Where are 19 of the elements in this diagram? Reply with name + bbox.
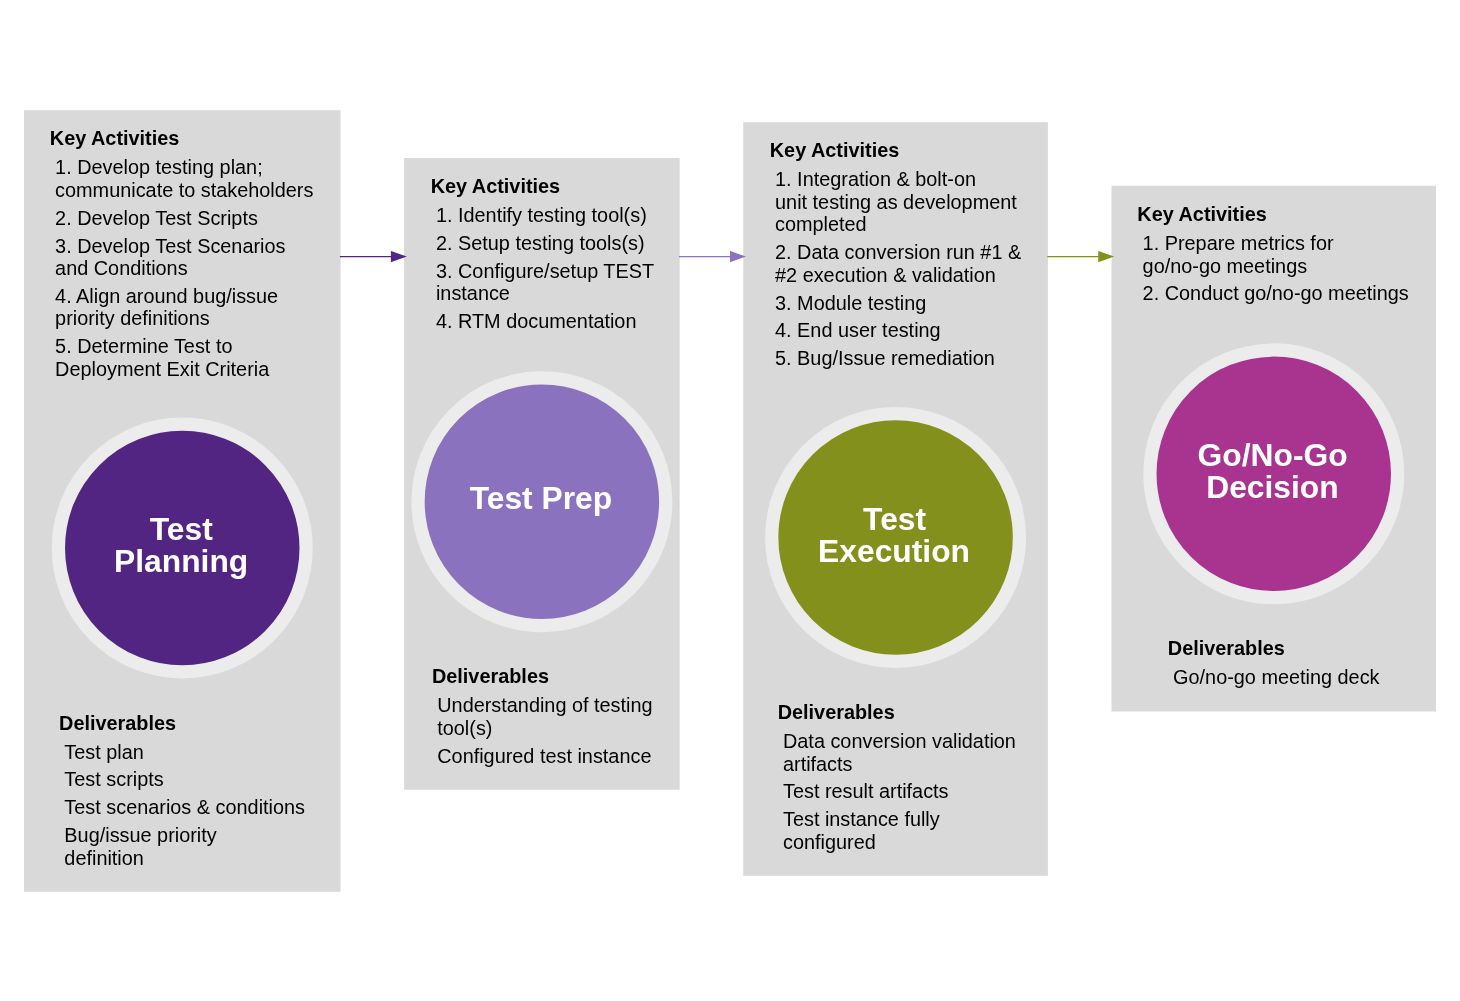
cluster bbox=[404, 157, 680, 790]
arrow bbox=[678, 250, 746, 262]
arrow bbox=[1046, 250, 1115, 262]
node-text: Key Activities 1. Prepare metrics for go/no-go meetings 2. Conduct go/no-go meetings bbox=[1137, 202, 1409, 304]
node-text: Deliverables Go/no-go meeting deck bbox=[1167, 636, 1380, 688]
cluster bbox=[743, 121, 1048, 876]
node-text: Deliverables Data conversion validation artifacts Test result artifacts Test instance fully configured bbox=[777, 700, 1016, 853]
cluster bbox=[1111, 185, 1437, 712]
node-text: Key Activities 1. Develop testing plan; communicate to stakeholders 2. Develop Test Scripts 3. Develop Test Scenarios and Conditions 4. Align around bug/issue priority definitions 5. Determine Test to Deployment Exit Criteria bbox=[49, 126, 314, 380]
node-circle: Test Execution bbox=[765, 406, 1027, 668]
node-text: Deliverables Test plan Test scripts Test scenarios & conditions Bug/issue priority definition bbox=[59, 711, 306, 869]
arrow bbox=[339, 250, 407, 262]
node-circle: Go/No-Go Decision bbox=[1143, 342, 1405, 604]
node-text: Key Activities 1. Integration & bolt-on unit testing as development completed 2. Data conversion run #1 & #2 execution & validation 3. Module testing 4. End user testing 5. Bug/Issue remediation bbox=[769, 138, 1022, 369]
cluster bbox=[23, 109, 341, 892]
node-text: Key Activities 1. Identify testing tool(s) 2. Setup testing tools(s) 3. Configure/setup TEST instance 4. RTM documentation bbox=[430, 174, 655, 332]
node-text: Deliverables Understanding of testing tool(s) Configured test instance bbox=[431, 664, 653, 767]
node-circle: Test Planning bbox=[51, 417, 313, 678]
node-circle: Test Prep bbox=[411, 370, 673, 632]
